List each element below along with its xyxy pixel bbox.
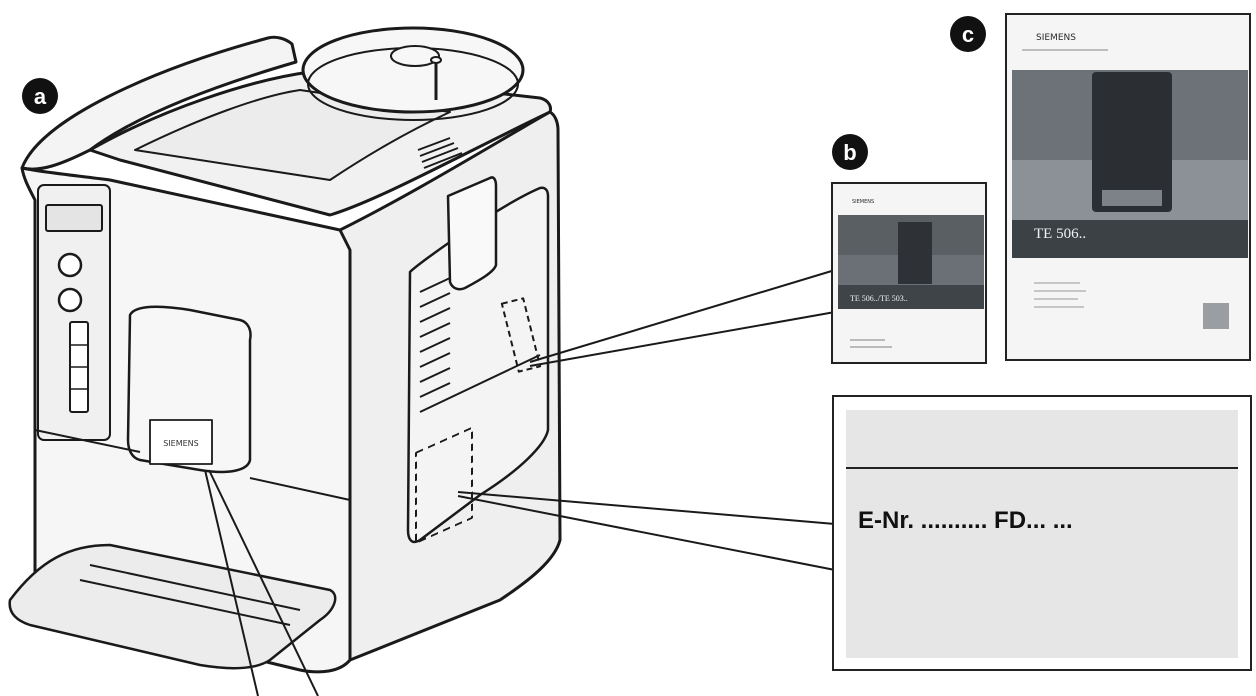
booklet-c-machine <box>1092 72 1172 212</box>
marker-a: a <box>22 78 58 114</box>
callout-front-left <box>204 469 259 696</box>
booklet-location-outline <box>500 297 542 373</box>
booklet-b-title: TE 506../TE 503.. <box>850 294 908 303</box>
display-window <box>45 204 103 232</box>
booklet-b-band <box>838 285 984 309</box>
dispenser-brand: SIEMENS <box>163 439 199 448</box>
control-knob-1 <box>57 252 83 278</box>
callout-plate-upper <box>457 491 836 525</box>
svg-text:b: b <box>843 140 856 165</box>
booklet-b: SIEMENS TE 506../TE 503.. <box>831 182 987 364</box>
control-panel <box>37 184 111 441</box>
callout-lines <box>204 269 836 696</box>
booklet-c: SIEMENS TE 506.. <box>1005 13 1251 361</box>
svg-text:a: a <box>34 84 47 109</box>
booklet-c-brand: SIEMENS <box>1036 33 1076 43</box>
dispenser-nameplate <box>149 419 213 465</box>
marker-b: b <box>832 134 868 170</box>
booklet-b-brand: SIEMENS <box>852 199 874 205</box>
marker-c: c <box>950 16 986 52</box>
rating-plate-text: E-Nr. .......... FD... ... <box>858 507 1073 534</box>
callout-front-right <box>208 469 319 696</box>
control-knob-2 <box>57 287 83 313</box>
coffee-machine: SIEMENS <box>8 26 562 674</box>
machine-top-tray <box>134 89 451 181</box>
callout-plate-lower <box>457 495 836 571</box>
rating-plate-panel <box>846 410 1238 658</box>
booklet-c-title: TE 506.. <box>1034 226 1086 242</box>
booklet-b-machine <box>898 222 932 284</box>
booklet-c-qr <box>1203 303 1229 329</box>
callout-b-upper <box>529 269 836 363</box>
water-tank-lid <box>301 26 525 114</box>
plate-location-outline <box>415 426 473 544</box>
water-tank-handle <box>390 45 440 67</box>
svg-text:c: c <box>962 22 974 47</box>
rating-plate: E-Nr. .......... FD... ... <box>832 395 1252 671</box>
side-vent-slots <box>419 277 541 413</box>
brew-unit-handle <box>446 176 498 291</box>
callout-b-lower <box>529 311 836 367</box>
booklet-c-band <box>1012 220 1248 258</box>
drip-tray <box>8 543 337 670</box>
top-vent-grille <box>417 137 463 169</box>
